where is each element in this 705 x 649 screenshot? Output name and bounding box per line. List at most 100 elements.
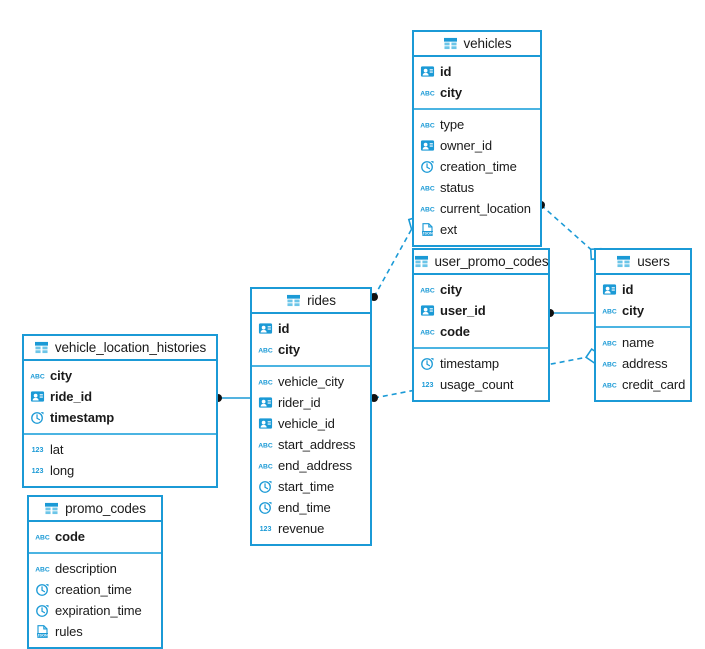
primary-key-fields: ABC city ride_id xyxy=(24,361,216,433)
abc-icon: ABC xyxy=(35,534,50,541)
field-row[interactable]: creation_time xyxy=(29,579,161,600)
field-row[interactable]: ABC city xyxy=(596,300,690,321)
field-row[interactable]: owner_id xyxy=(414,135,540,156)
svg-text:123: 123 xyxy=(422,381,434,389)
field-row[interactable]: id xyxy=(414,61,540,82)
relationship-user_promo_codes-to-users[interactable] xyxy=(546,309,594,317)
clock-icon xyxy=(259,481,272,493)
field-name: status xyxy=(440,180,475,195)
abc-icon: ABC xyxy=(258,463,273,470)
field-row[interactable]: id xyxy=(596,279,690,300)
field-row[interactable]: vehicle_id xyxy=(252,413,370,434)
field-row[interactable]: id xyxy=(252,318,370,339)
field-row[interactable]: ABC type xyxy=(414,114,540,135)
field-row[interactable]: ABC city xyxy=(414,279,548,300)
svg-text:ABC: ABC xyxy=(258,379,273,386)
relationship-vehicle_location_histories-to-rides[interactable] xyxy=(214,394,250,402)
field-row[interactable]: ABC credit_card xyxy=(596,374,690,395)
json-icon: JSON xyxy=(37,625,48,638)
relationship-line xyxy=(373,222,416,298)
field-name: ride_id xyxy=(50,389,92,404)
field-row[interactable]: ABC city xyxy=(252,339,370,360)
clock-icon xyxy=(421,358,434,370)
id-icon xyxy=(420,66,435,77)
field-row[interactable]: ABC start_address xyxy=(252,434,370,455)
field-row[interactable]: ABC current_location xyxy=(414,198,540,219)
abc-icon: ABC xyxy=(420,206,435,213)
field-name: id xyxy=(440,64,452,79)
svg-text:ABC: ABC xyxy=(420,287,435,294)
abc-icon: ABC xyxy=(602,340,617,347)
field-row[interactable]: 123 long xyxy=(24,460,216,481)
field-row[interactable]: timestamp xyxy=(24,407,216,428)
table-icon xyxy=(34,341,48,354)
entity-header: promo_codes xyxy=(29,497,161,522)
table-icon xyxy=(443,37,457,50)
abc-icon: ABC xyxy=(258,379,273,386)
field-row[interactable]: ABC name xyxy=(596,332,690,353)
field-row[interactable]: ABC address xyxy=(596,353,690,374)
id-icon xyxy=(258,397,273,408)
entity-users[interactable]: users id ABC city xyxy=(594,248,692,402)
primary-key-fields: id ABC city xyxy=(596,275,690,326)
entity-rides[interactable]: rides id ABC city xyxy=(250,287,372,546)
field-name: code xyxy=(55,529,85,544)
field-name: lat xyxy=(50,442,64,457)
table-icon xyxy=(45,502,59,515)
svg-text:ABC: ABC xyxy=(420,206,435,213)
primary-key-fields: id ABC city xyxy=(252,314,370,365)
field-row[interactable]: ABC code xyxy=(414,321,548,342)
primary-key-fields: ABC code xyxy=(29,522,161,552)
entity-user-promo-codes[interactable]: user_promo_codes ABC city user_id xyxy=(412,248,550,402)
number-icon: 123 xyxy=(32,446,44,454)
clock-icon xyxy=(36,584,49,596)
field-row[interactable]: 123 revenue xyxy=(252,518,370,539)
field-name: long xyxy=(50,463,75,478)
field-row[interactable]: ride_id xyxy=(24,386,216,407)
field-row[interactable]: creation_time xyxy=(414,156,540,177)
field-row[interactable]: ABC description xyxy=(29,558,161,579)
field-row[interactable]: 123 lat xyxy=(24,439,216,460)
field-row[interactable]: 123 usage_count xyxy=(414,374,548,395)
field-name: city xyxy=(278,342,301,357)
field-row[interactable]: end_time xyxy=(252,497,370,518)
field-row[interactable]: expiration_time xyxy=(29,600,161,621)
field-row[interactable]: ABC status xyxy=(414,177,540,198)
abc-icon: ABC xyxy=(420,90,435,97)
field-row[interactable]: timestamp xyxy=(414,353,548,374)
abc-icon: ABC xyxy=(602,361,617,368)
abc-icon: ABC xyxy=(258,442,273,449)
svg-text:ABC: ABC xyxy=(602,308,617,315)
svg-text:ABC: ABC xyxy=(420,90,435,97)
id-icon xyxy=(420,140,435,151)
svg-text:ABC: ABC xyxy=(258,347,273,354)
entity-title: promo_codes xyxy=(65,501,146,516)
entity-promo-codes[interactable]: promo_codes ABC code ABC description xyxy=(27,495,163,649)
svg-text:ABC: ABC xyxy=(420,329,435,336)
field-row[interactable]: JSON ext xyxy=(414,219,540,240)
field-row[interactable]: rider_id xyxy=(252,392,370,413)
regular-fields: ABC name ABC address ABC credit_card xyxy=(596,326,690,400)
field-row[interactable]: ABC code xyxy=(29,526,161,547)
svg-text:ABC: ABC xyxy=(258,442,273,449)
json-icon: JSON xyxy=(422,223,433,236)
field-name: vehicle_id xyxy=(278,416,335,431)
clock-icon xyxy=(31,412,44,424)
svg-text:ABC: ABC xyxy=(35,566,50,573)
abc-icon: ABC xyxy=(420,329,435,336)
svg-text:123: 123 xyxy=(32,446,44,454)
field-row[interactable]: ABC city xyxy=(24,365,216,386)
field-row[interactable]: JSON rules xyxy=(29,621,161,642)
field-row[interactable]: ABC vehicle_city xyxy=(252,371,370,392)
field-row[interactable]: user_id xyxy=(414,300,548,321)
table-icon xyxy=(414,255,428,268)
entity-vehicle-location-histories[interactable]: vehicle_location_histories ABC city ride… xyxy=(22,334,218,488)
field-row[interactable]: start_time xyxy=(252,476,370,497)
entity-vehicles[interactable]: vehicles id ABC city xyxy=(412,30,542,247)
field-name: rules xyxy=(55,624,83,639)
field-row[interactable]: ABC end_address xyxy=(252,455,370,476)
svg-text:ABC: ABC xyxy=(30,373,45,380)
field-row[interactable]: ABC city xyxy=(414,82,540,103)
field-name: creation_time xyxy=(440,159,517,174)
abc-icon: ABC xyxy=(420,287,435,294)
